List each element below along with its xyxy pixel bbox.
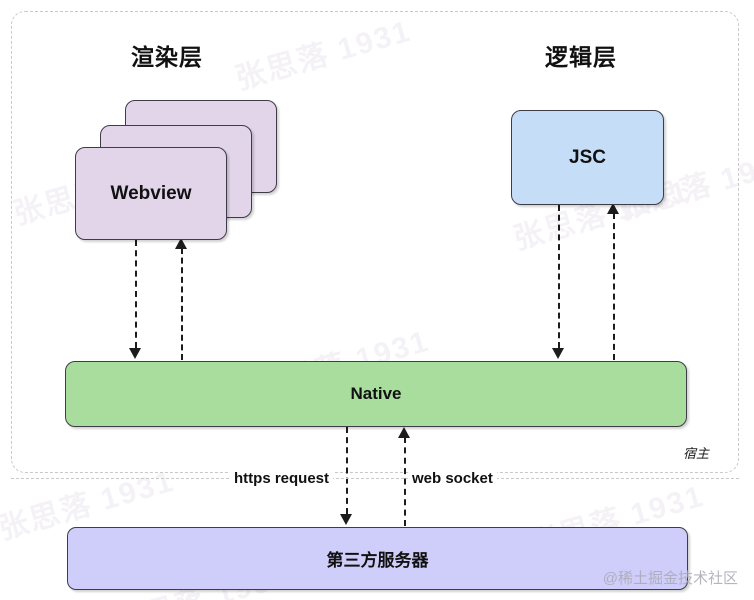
connector-native-to-server [346,427,348,514]
edge-label-web-socket: web socket [408,470,497,487]
connector-jsc-to-native [558,205,560,348]
host-container-boundary [11,11,739,473]
node-jsc[interactable]: JSC [511,110,664,205]
node-third-party-server[interactable]: 第三方服务器 [67,527,688,590]
node-webview[interactable]: Webview [75,147,227,240]
arrowhead-native-to-server [340,514,352,525]
connector-server-to-native [404,437,406,526]
host-external-boundary-line [11,478,739,479]
node-native[interactable]: Native [65,361,687,427]
section-title-logic-layer: 逻辑层 [545,44,617,70]
arrowhead-webview-to-native [129,348,141,359]
edge-label-https-request: https request [230,470,334,487]
connector-native-to-webview [181,248,183,360]
arrowhead-server-to-native [398,427,410,438]
arrowhead-native-to-webview [175,238,187,249]
host-container-label: 宿主 [683,446,710,461]
arrowhead-jsc-to-native [552,348,564,359]
connector-webview-to-native [135,240,137,348]
connector-native-to-jsc [613,213,615,360]
arrowhead-native-to-jsc [607,203,619,214]
attribution-watermark: @稀土掘金技术社区 [602,570,738,587]
section-title-render-layer: 渲染层 [131,44,203,70]
